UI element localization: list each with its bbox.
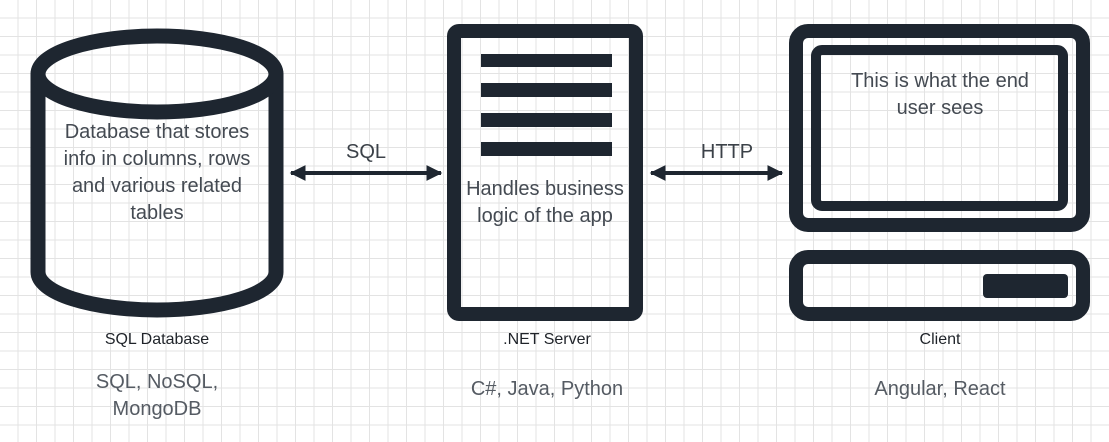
server-label: .NET Server <box>503 331 591 348</box>
server-description: Handles business logic of the app <box>466 178 624 227</box>
client-description: This is what the end user sees <box>851 70 1029 119</box>
server-rack-icon <box>447 24 643 321</box>
database-label: SQL Database <box>104 331 210 348</box>
sql-connector-label: SQL <box>345 141 387 163</box>
client-tech: Angular, React <box>874 378 1006 400</box>
database-description: Database that stores info in columns, ro… <box>63 121 251 224</box>
client-drive-slot <box>983 274 1068 298</box>
server-slot-1 <box>481 54 612 67</box>
database-cylinder-icon <box>30 28 284 318</box>
client-label: Client <box>919 331 961 348</box>
database-tech: SQL, NoSQL, MongoDB <box>95 371 219 420</box>
desktop-computer-icon <box>789 24 1090 321</box>
server-slot-3 <box>481 113 612 127</box>
server-slot-4 <box>481 142 612 156</box>
http-connector-label: HTTP <box>700 141 754 163</box>
server-tech: C#, Java, Python <box>470 378 624 400</box>
server-slot-2 <box>481 83 612 97</box>
